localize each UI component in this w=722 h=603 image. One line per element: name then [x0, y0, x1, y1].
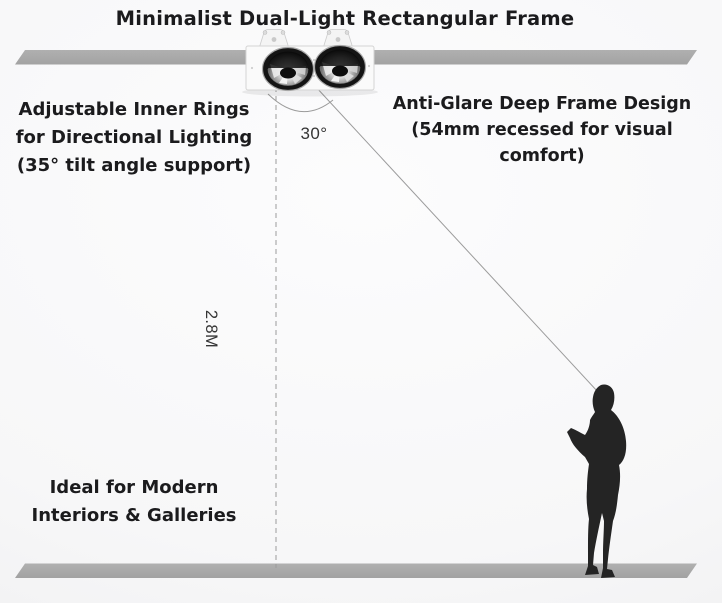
trim-screw — [312, 74, 316, 78]
feature-left-line-3: (35° tilt angle support) — [16, 155, 252, 176]
trim-screw — [367, 64, 371, 68]
feature-right-line-1: Anti-Glare Deep Frame Design — [392, 94, 692, 114]
feature-left-line-2: for Directional Lighting — [15, 127, 253, 148]
beam-direction-line — [302, 72, 599, 393]
feature-bottom-label: Ideal for Modern Interiors & Galleries — [8, 474, 260, 530]
feature-right-line-2: (54mm recessed for visual comfort) — [411, 120, 673, 166]
trim-screw — [250, 66, 254, 70]
left-downlight — [261, 46, 315, 92]
feature-left-line-1: Adjustable Inner Rings — [18, 99, 250, 120]
trim-screw — [312, 58, 316, 62]
beam-angle-arc — [267, 93, 334, 113]
beam-angle-label: 30° — [300, 124, 328, 143]
page-title: Minimalist Dual-Light Rectangular Frame — [115, 7, 575, 30]
feature-right-label: Anti-Glare Deep Frame Design (54mm reces… — [366, 91, 718, 169]
feature-left-label: Adjustable Inner Rings for Directional L… — [0, 96, 268, 180]
feature-bottom-line-2: Interiors & Galleries — [31, 505, 237, 526]
right-downlight — [313, 44, 367, 90]
dual-downlight-fixture — [242, 29, 378, 97]
ceiling-height-label: 2.8M — [202, 309, 220, 349]
feature-bottom-line-1: Ideal for Modern — [49, 477, 219, 498]
person-silhouette — [567, 384, 627, 578]
floor-bar — [15, 563, 697, 578]
